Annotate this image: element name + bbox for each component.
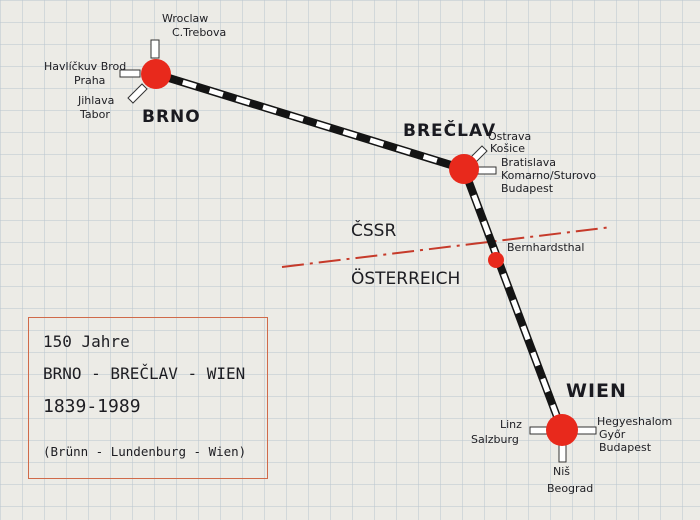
border-label-cssr: ČSSR (351, 219, 396, 241)
branch-label-jihlava: Jihlava (77, 94, 114, 107)
box-line-route: BRNO - BREČLAV - WIEN (43, 364, 246, 383)
border-label-osterreich: ÖSTERREICH (351, 267, 460, 289)
brno-branch-arrows (119, 39, 160, 104)
box-line-german-names: (Brünn - Lundenburg - Wien) (43, 444, 247, 459)
city-label-wien: WIEN (566, 380, 627, 402)
branch-label-bratislava: Bratislava (501, 156, 556, 169)
track-breclav-wien (460, 167, 566, 432)
branch-label-gyor: Győr (599, 428, 626, 441)
branch-label-praha: Praha (74, 74, 105, 87)
branch-label-nis: Niš (553, 465, 570, 478)
branch-label-beograd: Beograd (547, 482, 593, 495)
branch-label-komarno-sturovo: Komarno/Sturovo (501, 169, 596, 182)
anniversary-info-box: 150 Jahre BRNO - BREČLAV - WIEN 1839-198… (28, 317, 268, 479)
box-line-years: 1839-1989 (43, 396, 141, 417)
branch-label-kosice: Košice (490, 142, 525, 155)
branch-label-ceska-trebova: C.Trebova (172, 26, 226, 39)
station-brno (141, 59, 171, 89)
branch-label-tabor: Tabor (79, 108, 110, 121)
branch-label-linz: Linz (500, 418, 522, 431)
branch-label-budapest-1: Budapest (501, 182, 554, 195)
border-line (281, 226, 613, 268)
branch-label-wroclaw: Wroclaw (162, 12, 208, 25)
station-breclav (449, 154, 479, 184)
wien-branch-arrows (529, 426, 597, 463)
city-label-breclav: BREČLAV (403, 119, 496, 141)
box-line-jubilee: 150 Jahre (43, 332, 130, 351)
station-wien (546, 414, 578, 446)
station-bernhardsthal (488, 252, 504, 268)
branch-label-hegyeshalom: Hegyeshalom (597, 415, 672, 428)
station-label-bernhardsthal: Bernhardsthal (507, 241, 584, 254)
branch-label-salzburg: Salzburg (471, 433, 519, 446)
branch-label-ostrava: Ostrava (488, 130, 531, 143)
branch-label-havlickuv-brod: Havlíčkuv Brod (44, 60, 126, 73)
track-brno-breclav (154, 70, 466, 173)
branch-label-budapest-2: Budapest (599, 441, 652, 454)
city-label-brno: BRNO (142, 107, 201, 127)
